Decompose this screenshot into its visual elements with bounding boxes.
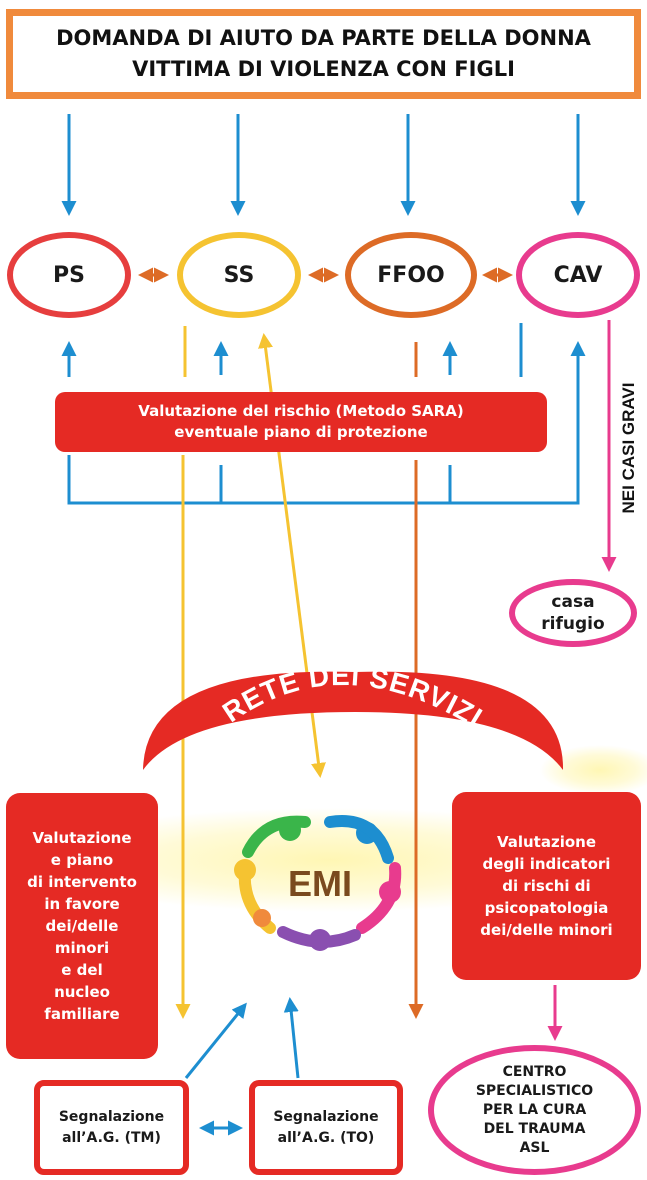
trauma-center-node: CENTRO SPECIALISTICO PER LA CURA DEL TRA…: [428, 1045, 641, 1175]
title-box: DOMANDA DI AIUTO DA PARTE DELLA DONNA VI…: [6, 9, 641, 99]
trauma-center-label: CENTRO SPECIALISTICO PER LA CURA DEL TRA…: [475, 1063, 594, 1156]
node-ps-label: PS: [53, 262, 85, 288]
report-flows: [184, 997, 300, 1136]
right-glow: [540, 745, 647, 795]
report-to-label: Segnalazione all’A.G. (TO): [273, 1108, 379, 1146]
emi-label: EMI: [288, 863, 352, 904]
emi-person-orange: [253, 909, 271, 927]
emi-arm-blue: [324, 815, 394, 864]
title-to-services-arrows: [61, 114, 586, 216]
severe-cases-label: NEI CASI GRAVI: [619, 383, 638, 514]
emi-logo: EMI: [234, 815, 402, 951]
to-to-emi: [283, 997, 300, 1079]
node-ss: SS: [177, 232, 301, 318]
risk-assessment-text: Valutazione del rischio (Metodo SARA) ev…: [138, 402, 464, 441]
minors-intervention-text: Valutazione e piano di intervento in fav…: [27, 829, 137, 1023]
title-text: DOMANDA DI AIUTO DA PARTE DELLA DONNA VI…: [56, 26, 591, 81]
psychopathology-box: Valutazione degli indicatori di rischi d…: [452, 792, 641, 980]
network-arc: [143, 671, 564, 770]
emi-arm-purple: [277, 926, 361, 948]
node-ffoo-label: FFOO: [377, 262, 445, 288]
minors-intervention-box: Valutazione e piano di intervento in fav…: [6, 793, 158, 1059]
node-ps: PS: [7, 232, 131, 318]
node-cav: CAV: [516, 232, 640, 318]
report-tm-box: Segnalazione all’A.G. (TM): [34, 1080, 189, 1175]
tm-to-emi: [184, 1002, 247, 1079]
report-to-box: Segnalazione all’A.G. (TO): [249, 1080, 403, 1175]
report-tm-label: Segnalazione all’A.G. (TM): [58, 1108, 165, 1146]
node-ss-label: SS: [223, 262, 255, 288]
shelter-label: casa rifugio: [541, 592, 605, 634]
severe-flows: [547, 320, 617, 1041]
node-ffoo: FFOO: [345, 232, 477, 318]
emi-arm-green: [242, 815, 311, 858]
risk-assessment-box: Valutazione del rischio (Metodo SARA) ev…: [55, 392, 547, 452]
node-cav-label: CAV: [553, 262, 603, 288]
emi-arm-pink: [356, 862, 402, 934]
psychopathology-text: Valutazione degli indicatori di rischi d…: [480, 833, 613, 939]
shelter-node: casa rifugio: [509, 579, 637, 647]
